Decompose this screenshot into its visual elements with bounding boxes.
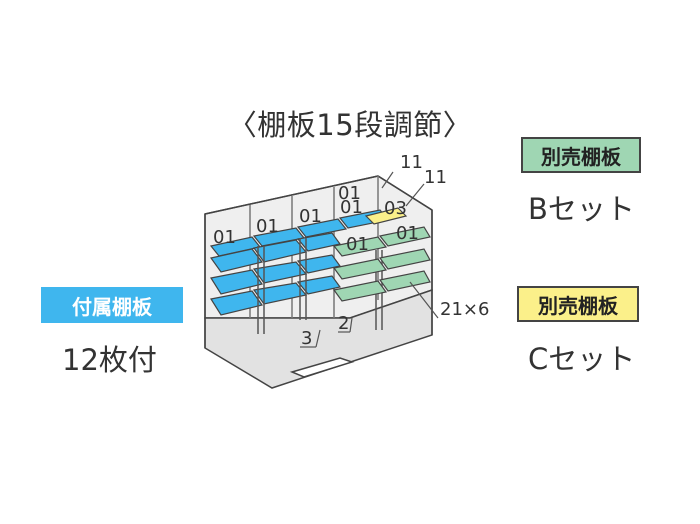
set-b-shelf <box>378 270 431 292</box>
set-c-badge: 別売棚板 <box>517 286 639 322</box>
attached-shelf <box>296 232 342 252</box>
attached-shelf <box>210 290 264 316</box>
label-11-b: 11 <box>424 167 447 188</box>
attached-shelf <box>296 254 342 274</box>
set-b-shelf <box>332 258 388 280</box>
set-c-caption: Cセット <box>528 342 636 376</box>
label-03: 03 <box>384 198 407 219</box>
label-01: 01 <box>256 216 279 237</box>
diagram-title: 〈棚板15段調節〉 <box>227 108 473 142</box>
set-b-shelf <box>378 248 431 270</box>
attached-shelf <box>296 218 348 238</box>
label-01: 01 <box>338 183 361 204</box>
attached-shelf <box>209 248 264 273</box>
attached-shelf <box>296 275 342 295</box>
set-b-shelves <box>332 226 431 302</box>
label-11-a: 11 <box>400 152 423 173</box>
leader-lines <box>300 171 439 348</box>
label-3: 3 <box>301 328 312 349</box>
label-01-right: 01 <box>396 223 419 244</box>
set-b-shelf <box>332 280 388 302</box>
attached-shelf <box>210 269 264 295</box>
set-c-shelf <box>364 207 408 225</box>
label-01: 01 <box>340 197 363 218</box>
set-b-badge: 別売棚板 <box>521 137 641 173</box>
set-b-caption: Bセット <box>528 192 635 226</box>
attached-shelves-badge: 付属棚板 <box>41 287 183 323</box>
set-b-shelf <box>332 236 388 257</box>
label-01: 01 <box>299 206 322 227</box>
label-01-mid: 01 <box>346 234 369 255</box>
set-b-shelf <box>378 226 431 247</box>
attached-shelves-caption: 12枚付 <box>62 343 157 377</box>
label-2: 2 <box>338 313 349 334</box>
label-21x6: 21×6 <box>440 299 489 320</box>
label-01: 01 <box>213 227 236 248</box>
